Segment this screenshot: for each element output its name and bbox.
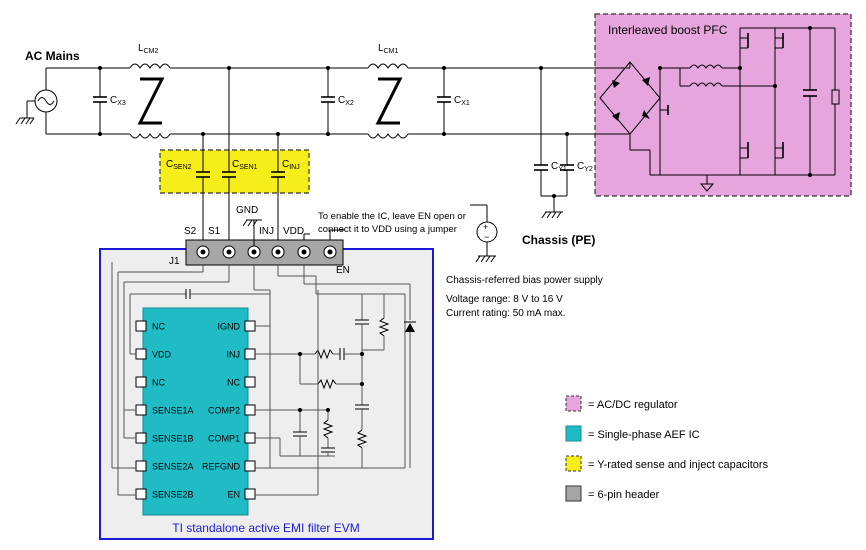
ac-source-icon [26,68,58,134]
ic-pin-left-box [135,320,147,332]
pfc-mosfet-icon-2 [774,28,784,175]
ic-pin-left-label: SENSE1A [152,406,194,416]
cinj-label: CINJ [282,159,300,171]
ic-pin-left-label: NC [152,322,165,332]
pfc-title: Interleaved boost PFC [608,23,728,37]
evm-title: TI standalone active EMI filter EVM [172,521,359,535]
header-pin-en: EN [336,265,350,276]
gnd-symbol-icon [242,219,262,246]
pfc-region [594,13,852,197]
header-pin-s1: S1 [208,226,221,237]
bias-title: Chassis-referred bias power supply [446,275,603,286]
chassis-ground-icon [541,211,563,219]
ac-mains-label: AC Mains [25,49,80,63]
chassis-label: Chassis (PE) [522,233,595,247]
header-pin-s2: S2 [184,226,197,237]
j1-label: J1 [169,256,180,267]
ic-pin-left-box [135,432,147,444]
header-pins [196,245,337,259]
legend-swatch-acdc [565,395,582,412]
ic-pin-left-box [135,404,147,416]
legend-swatch-ic [565,425,582,442]
ic-pin-right-label: COMP1 [208,434,240,444]
ic-pin-left-label: SENSE2A [152,462,194,472]
ic-pin-right-label: REFGND [202,462,241,472]
ic-pin-left-box [135,348,147,360]
cy1-label: CY1 [551,161,567,173]
legend-label-caps: = Y-rated sense and inject capacitors [588,459,769,471]
cx1-label: CX1 [454,95,470,107]
svg-text:−: − [484,232,489,242]
ic-pin-right-box [244,376,256,388]
ic-pin-left-label: SENSE1B [152,434,194,444]
ic-pin-right-box [244,460,256,472]
lcm1-label: LCM1 [378,43,398,55]
legend-label-acdc: = AC/DC regulator [588,399,678,411]
header-pin-vdd: VDD [283,226,304,237]
bias-voltage: Voltage range: 8 V to 16 V [446,294,563,305]
cap-cx2 [321,66,335,136]
cap-cinj [271,171,285,240]
ic-pin-left-label: NC [152,378,165,388]
legend-swatch-caps [565,455,582,472]
choke-lcm1-icon [367,63,410,139]
csen2-label: CSEN2 [166,159,192,171]
aef-ic [142,307,249,516]
legend: = AC/DC regulator = Single-phase AEF IC … [565,395,769,502]
cap-cy1 [534,66,548,196]
ic-pin-right-box [244,488,256,500]
ic-pin-left-box [135,460,147,472]
earth-ground-icon-left [15,117,35,125]
ic-pin-right-box [244,320,256,332]
six-pin-header [185,239,344,266]
choke-lcm2-icon [129,63,172,139]
cap-cy2 [560,132,574,196]
cx3-label: CX3 [110,95,126,107]
cap-csen1 [222,171,236,240]
bias-current: Current rating: 50 mA max. [446,308,566,319]
cy2-label: CY2 [577,161,593,173]
ic-pin-right-box [244,348,256,360]
legend-swatch-header [565,485,582,502]
pfc-inductor-icon [689,64,723,69]
ic-pin-right-box [244,432,256,444]
lcm2-label: LCM2 [138,43,158,55]
svg-text:+: + [483,222,488,232]
ic-pin-right-label: IGND [218,322,241,332]
pfc-mosfet-icon [739,28,749,175]
header-pin-inj: INJ [259,226,274,237]
ic-pin-left-label: SENSE2B [152,490,194,500]
cap-cx3 [93,66,107,136]
csen1-label: CSEN1 [232,159,258,171]
ic-pin-left-box [135,376,147,388]
legend-label-header: = 6-pin header [588,489,660,501]
legend-label-ic: = Single-phase AEF IC [588,429,700,441]
ic-pin-left-box [135,488,147,500]
en-note-line2: connect it to VDD using a jumper [318,224,457,235]
ic-pin-right-label: EN [227,490,240,500]
gnd-label: GND [236,205,258,216]
en-note-line1: To enable the IC, leave EN open or [318,211,466,222]
ic-pin-left-label: VDD [152,350,172,360]
bridge-rectifier-icon [599,61,661,135]
evm-wiring [111,262,416,496]
pfc-ground-icon [699,183,715,192]
bias-supply-icon: + − [470,204,498,263]
ic-pin-right-box [244,404,256,416]
cx2-label: CX2 [338,95,354,107]
ic-pin-right-label: COMP2 [208,406,240,416]
ic-pin-right-label: INJ [227,350,241,360]
cap-csen2 [196,171,210,240]
cap-cx1 [437,66,451,136]
ic-pin-right-label: NC [227,378,240,388]
